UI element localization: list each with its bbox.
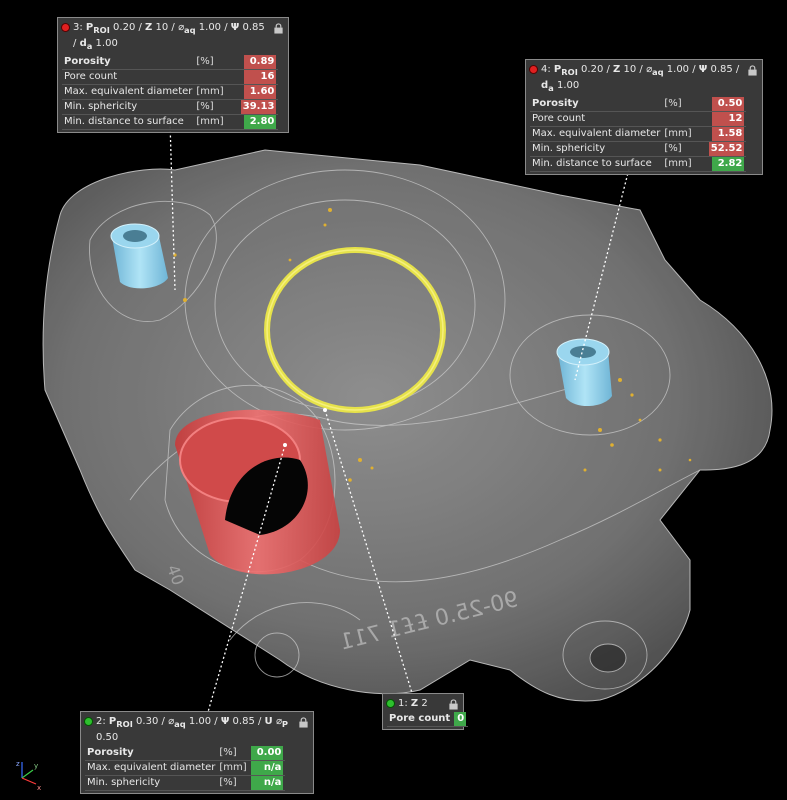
table-row: Porosity [%] 0.89 <box>62 55 279 70</box>
lock-icon[interactable] <box>448 699 459 710</box>
table-row: Max. equivalent diameter[mm] 1.58 <box>530 126 747 142</box>
status-pass-icon <box>387 700 394 707</box>
roi-1-parameters: 1: Z 2 <box>398 698 428 709</box>
table-row: Min. distance to surface[mm] 2.82 <box>530 156 747 172</box>
axis-triad: z y x <box>16 760 41 792</box>
table-row: Max. equivalent diameter[mm] n/a <box>85 760 286 776</box>
roi-3-result-panel[interactable]: 3: PROI 0.20 / Z 10 / ⌀aq 1.00 / Ψ 0.85 … <box>57 17 289 133</box>
table-row: Min. sphericity[%] 52.52 <box>530 141 747 157</box>
roi-4-blue-pin[interactable] <box>556 338 612 407</box>
axis-x-label: x <box>37 784 41 792</box>
status-fail-icon <box>530 66 537 73</box>
roi-4-results-table: Porosity [%] 0.50 Pore count 12 Max. equ… <box>530 97 747 172</box>
axis-y-label: y <box>34 762 38 770</box>
leader-line-2 <box>207 444 286 713</box>
pore-cluster <box>173 208 692 482</box>
table-row: Max. equivalent diameter[mm] 1.60 <box>62 84 279 100</box>
roi-3-parameters: 3: PROI 0.20 / Z 10 / ⌀aq 1.00 / Ψ 0.85 … <box>73 22 265 51</box>
table-row: Min. sphericity[%] 39.13 <box>62 99 279 115</box>
table-row: Pore count 16 <box>62 69 279 85</box>
table-row: Porosity [%] 0.50 <box>530 97 747 112</box>
roi-1-results-table: Pore count 0 <box>387 712 469 727</box>
roi-4-result-panel[interactable]: 4: PROI 0.20 / Z 10 / ⌀aq 1.00 / Ψ 0.85 … <box>525 59 763 175</box>
roi-2-result-panel[interactable]: 2: PROI 0.30 / ⌀aq 1.00 / Ψ 0.85 / U ⌀P … <box>80 711 314 794</box>
axis-z-label: z <box>16 760 20 768</box>
roi-2-results-table: Porosity [%] 0.00 Max. equivalent diamet… <box>85 746 286 791</box>
status-pass-icon <box>85 718 92 725</box>
table-row: Pore count 12 <box>530 111 747 127</box>
lock-icon[interactable] <box>273 23 284 34</box>
status-fail-icon <box>62 24 69 31</box>
lock-icon[interactable] <box>747 65 758 76</box>
roi-3-blue-pin[interactable] <box>110 223 168 289</box>
table-row: Pore count 0 <box>387 712 469 727</box>
roi-1-result-panel[interactable]: 1: Z 2 Pore count 0 <box>382 693 469 730</box>
roi-4-parameters: 4: PROI 0.20 / Z 10 / ⌀aq 1.00 / Ψ 0.85 … <box>541 64 740 93</box>
leader-line-3 <box>169 121 176 291</box>
table-row: Min. distance to surface[mm] 2.80 <box>62 114 279 130</box>
cast-part-model[interactable]: 90-25.0 ££1 711 40 <box>42 149 773 702</box>
roi-3-results-table: Porosity [%] 0.89 Pore count 16 Max. equ… <box>62 55 279 130</box>
roi-2-red-bore[interactable] <box>175 409 340 575</box>
roi-2-parameters: 2: PROI 0.30 / ⌀aq 1.00 / Ψ 0.85 / U ⌀P … <box>96 716 288 743</box>
lock-icon[interactable] <box>298 717 309 728</box>
leader-line-4 <box>574 164 631 381</box>
table-row: Porosity [%] 0.00 <box>85 746 286 761</box>
table-row: Min. sphericity[%] n/a <box>85 775 286 791</box>
